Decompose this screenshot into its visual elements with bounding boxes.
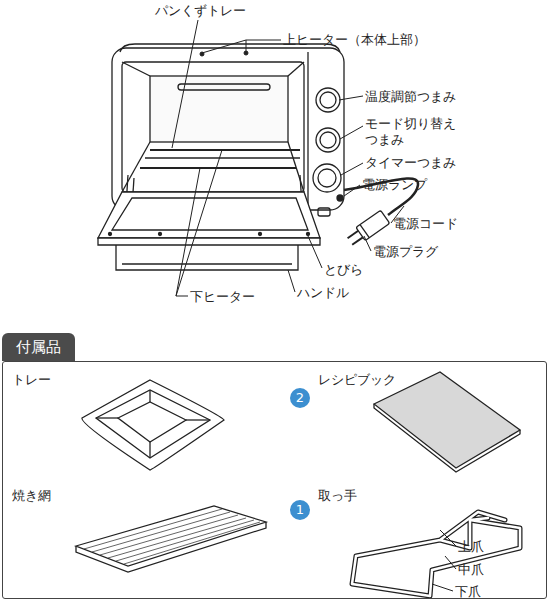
- part-label: 温度調節つまみ: [365, 89, 456, 105]
- part-label: 中爪: [458, 562, 484, 578]
- part-label: 電源プラグ: [373, 244, 438, 260]
- part-label: レシピブック: [318, 372, 396, 388]
- part-label: 上爪: [458, 539, 484, 555]
- callout-number: 1: [296, 502, 304, 517]
- part-label: 電源ランプ: [362, 177, 427, 193]
- part-label: 上ヒーター（本体上部）: [283, 32, 426, 48]
- part-label: タイマーつまみ: [365, 155, 456, 171]
- part-label: ハンドル: [297, 285, 349, 301]
- part-label: トレー: [12, 372, 51, 388]
- part-label: 下ヒーター: [190, 289, 255, 305]
- part-label: とびら: [324, 262, 363, 278]
- callout-number: 2: [296, 390, 304, 405]
- section-tab: 付属品: [2, 333, 75, 361]
- part-label: 取っ手: [318, 488, 357, 504]
- callout-circle: 1: [290, 500, 310, 520]
- part-label: 電源コード: [393, 216, 458, 232]
- callout-circle: 2: [290, 388, 310, 408]
- part-label: 焼き網: [12, 488, 51, 504]
- part-label: 下爪: [455, 584, 481, 600]
- part-label: パンくずトレー: [155, 3, 246, 19]
- accessory-panel: 付属品 2 1: [2, 333, 547, 599]
- part-label: モード切り替え つまみ: [365, 116, 461, 149]
